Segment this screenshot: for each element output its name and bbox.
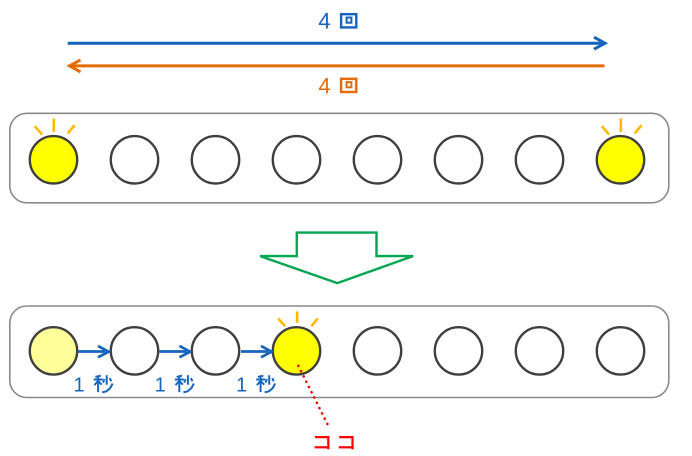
svg-text:1: 1: [73, 374, 84, 396]
svg-text:1: 1: [236, 374, 247, 396]
svg-text:4: 4: [318, 73, 330, 98]
svg-text:1: 1: [155, 374, 166, 396]
svg-text:4: 4: [318, 9, 330, 34]
